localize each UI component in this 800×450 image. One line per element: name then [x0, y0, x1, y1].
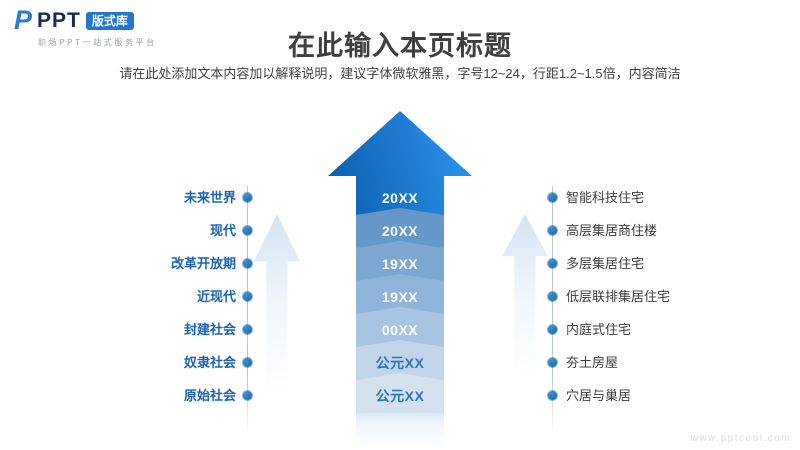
timeline-dot [243, 193, 252, 202]
era-label: 未来世界 [183, 190, 236, 205]
timeline-row: 现代 20XX 高层集居商住楼 [0, 221, 800, 241]
timeline-dot [548, 259, 557, 268]
arrow-fade-tail [356, 406, 444, 450]
timeline-dot [243, 325, 252, 334]
logo-brand-text: PPT [37, 8, 81, 32]
brand-logo: P PPT 版式库 职场PPT一站式服务平台 [14, 7, 157, 48]
period-label: 19XX [381, 289, 419, 305]
timeline-dot [548, 391, 557, 400]
timeline-dot [243, 292, 252, 301]
item-label: 内庭式住宅 [566, 322, 632, 337]
period-label: 00XX [381, 322, 419, 338]
timeline-dot [243, 391, 252, 400]
item-label: 高层集居商住楼 [566, 223, 658, 238]
item-label: 夯土房屋 [566, 355, 619, 370]
timeline-row: 原始社会 公元XX 穴居与巢居 [0, 386, 800, 406]
era-label: 原始社会 [183, 388, 236, 403]
ppt-logo-icon: P [14, 5, 33, 35]
era-label: 奴隶社会 [183, 355, 236, 370]
timeline-row: 奴隶社会 公元XX 夯土房屋 [0, 353, 800, 373]
era-label: 近现代 [196, 289, 236, 304]
timeline-row: 封建社会 00XX 内庭式住宅 [0, 320, 800, 340]
timeline-line-right [552, 186, 553, 436]
timeline-dot [243, 358, 252, 367]
timeline-dot [243, 226, 252, 235]
timeline-dot [548, 193, 557, 202]
timeline-row: 未来世界 20XX 智能科技住宅 [0, 188, 800, 208]
timeline-dot [548, 292, 557, 301]
timeline-dot [548, 358, 557, 367]
timeline-dot [548, 226, 557, 235]
period-label: 20XX [381, 190, 419, 206]
period-label: 19XX [381, 256, 419, 272]
page-title: 在此输入本页标题 [288, 31, 512, 61]
timeline-dot [243, 259, 252, 268]
item-label: 多层集居住宅 [566, 256, 645, 271]
period-label: 20XX [381, 223, 419, 239]
item-label: 穴居与巢居 [566, 388, 632, 403]
up-arrow-shape [328, 111, 472, 223]
period-label: 公元XX [375, 355, 425, 371]
timeline-line-left [247, 186, 248, 436]
item-label: 智能科技住宅 [566, 190, 645, 205]
era-label: 改革开放期 [170, 256, 236, 271]
era-label: 现代 [209, 223, 236, 238]
timeline-row: 近现代 19XX 低层联排集居住宅 [0, 287, 800, 307]
logo-tagline: 职场PPT一站式服务平台 [38, 38, 157, 47]
page-subtitle: 请在此处添加文本内容加以解释说明，建议字体微软雅黑，字号12~24，行距1.2~… [119, 66, 681, 81]
timeline-row: 改革开放期 19XX 多层集居住宅 [0, 254, 800, 274]
item-label: 低层联排集居住宅 [566, 289, 671, 304]
timeline-dot [548, 325, 557, 334]
logo-badge: 版式库 [85, 11, 134, 30]
period-label: 公元XX [375, 388, 425, 404]
era-label: 封建社会 [183, 322, 236, 337]
watermark: www.pptcool.com [690, 433, 791, 444]
